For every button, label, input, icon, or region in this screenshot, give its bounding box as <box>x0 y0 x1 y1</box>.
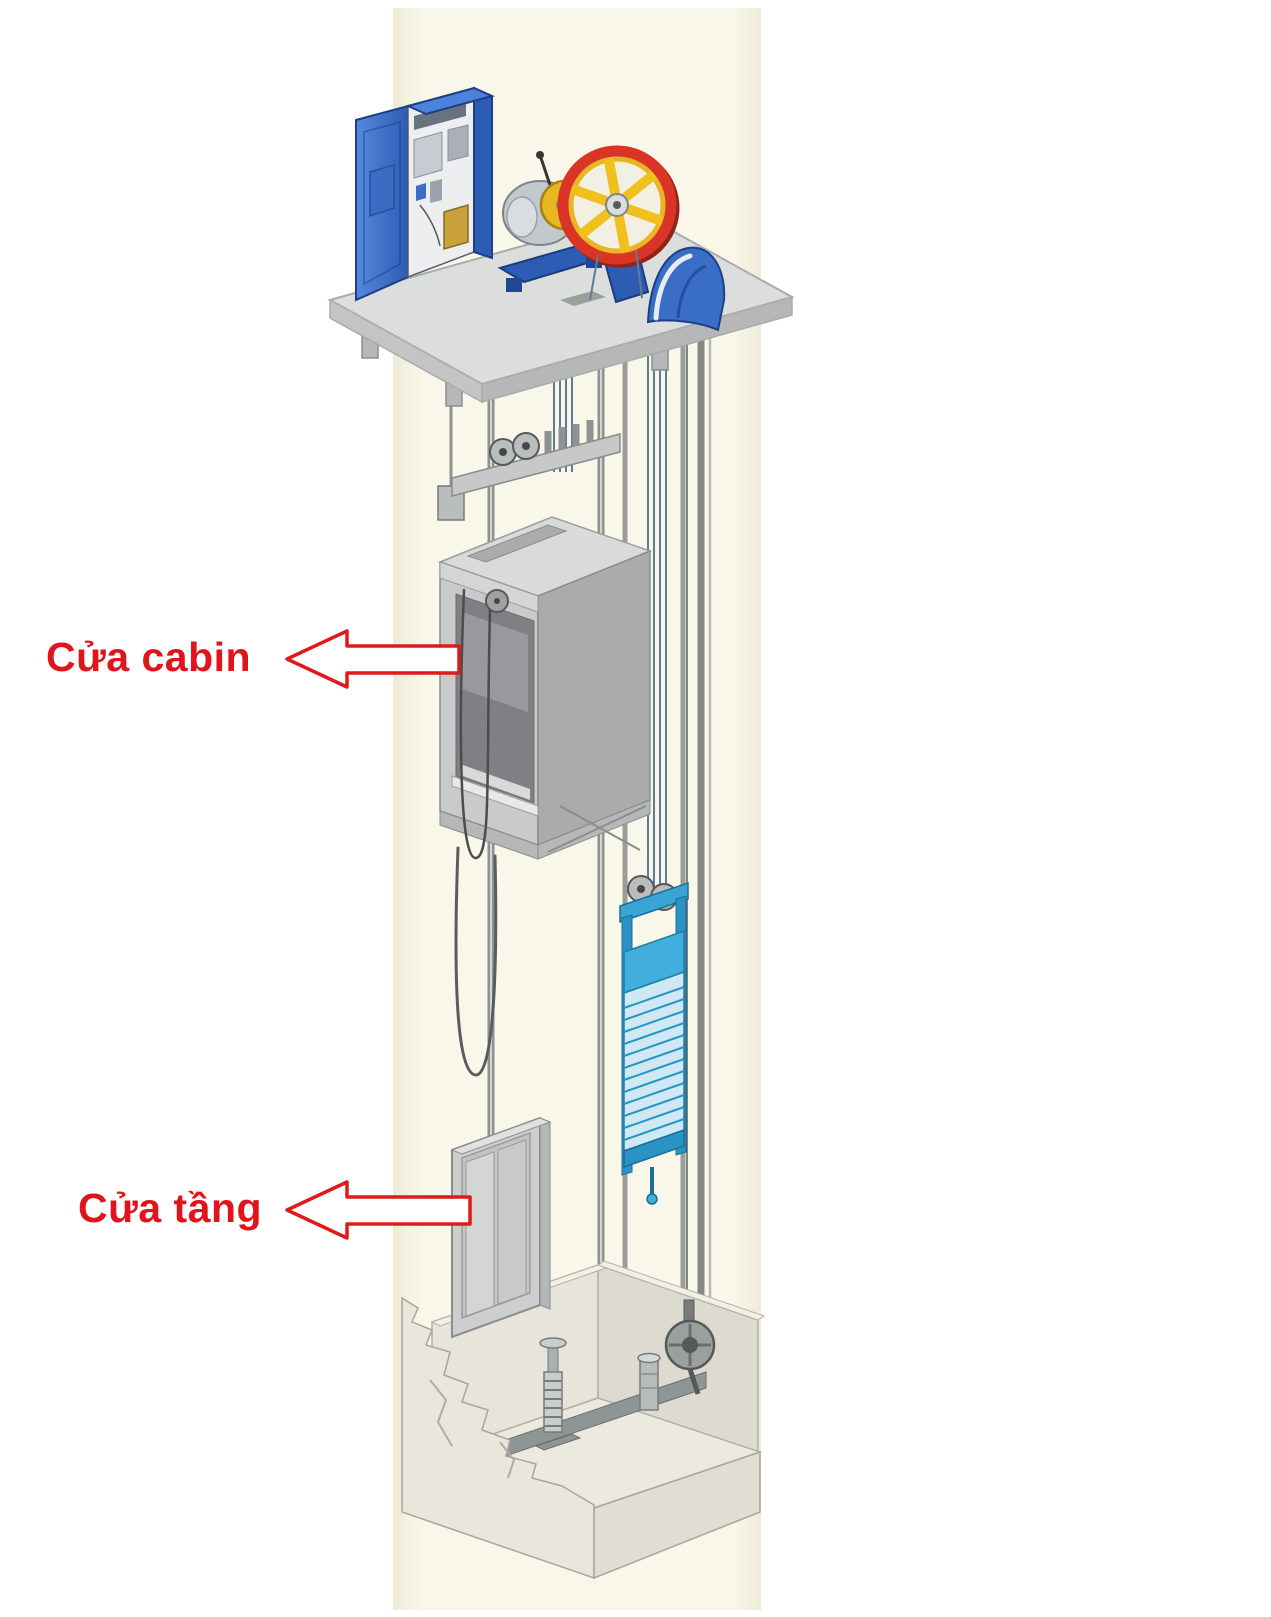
drive-sheave <box>557 145 680 268</box>
cabin-door-arrow <box>285 629 461 689</box>
rope-hitch-springs <box>544 420 594 453</box>
landing-door <box>450 1116 552 1339</box>
cabin-interior-floor <box>460 764 530 800</box>
cabin-side-face <box>537 549 651 847</box>
sheave-inner-rim <box>568 156 666 254</box>
pit-wall-top-edge-right <box>596 1260 766 1321</box>
cabin-door-label: Cửa cabin <box>46 634 252 680</box>
cabinet-top <box>405 86 495 116</box>
travel-cable <box>454 846 498 1077</box>
counterweight <box>619 875 689 1205</box>
sheave-rim <box>557 145 677 265</box>
cabin-interior-wall <box>462 612 528 712</box>
annotation-arrows <box>285 629 472 1240</box>
pit-wall-front-right <box>593 1450 761 1580</box>
landing-door-arrow <box>285 1180 472 1240</box>
governor-tension-pulley <box>664 1299 716 1395</box>
machine-room <box>327 86 795 407</box>
motor-end-cap <box>506 196 538 238</box>
landing-door-frame-edge <box>539 1117 551 1310</box>
cabinet-wiring <box>419 204 441 247</box>
car-buffer <box>534 1337 582 1451</box>
cabinet-component <box>430 179 442 203</box>
governor-cover <box>646 246 726 332</box>
counterweight-crosshead <box>619 881 689 924</box>
door-operator-rope-loop <box>459 588 492 860</box>
car-crosshead <box>437 420 621 521</box>
cabinet-component <box>414 102 466 130</box>
landing-door-frame-top <box>450 1117 552 1155</box>
elevator-cabin <box>437 516 653 1077</box>
cabinet-component <box>413 131 443 179</box>
cabin-door-sill <box>451 775 539 817</box>
counterweight-bottom-beam <box>623 1128 685 1169</box>
concrete-cracks <box>429 1379 516 1479</box>
cabinet-component <box>447 124 469 162</box>
counterweight-plate-lines <box>623 986 685 1141</box>
cabinet-side <box>473 86 493 260</box>
cabin-roof-hatch <box>466 524 568 563</box>
cabinet-component <box>416 183 426 201</box>
hoist-ropes-car-side <box>553 330 573 472</box>
traction-machine <box>497 145 680 304</box>
landing-door-label: Cửa tầng <box>78 1185 263 1231</box>
counterweight-buffer <box>637 1352 661 1411</box>
pit-wall-front-left-cutaway <box>401 1296 595 1580</box>
ropes-into-slab <box>589 249 643 301</box>
cabinet-transformer <box>443 204 469 250</box>
rope-slot <box>560 291 606 306</box>
cabinet-door-panel <box>369 164 395 218</box>
buffer-spring-coils <box>544 1380 562 1427</box>
landing-door-panel-left <box>465 1151 495 1317</box>
landing-door-panel-right <box>497 1139 527 1305</box>
control-cabinet <box>355 86 495 302</box>
sheave-spokes <box>570 156 664 254</box>
safety-gear-braces <box>547 805 647 853</box>
cabin-door-header <box>439 561 539 613</box>
brake-lever <box>539 157 552 186</box>
